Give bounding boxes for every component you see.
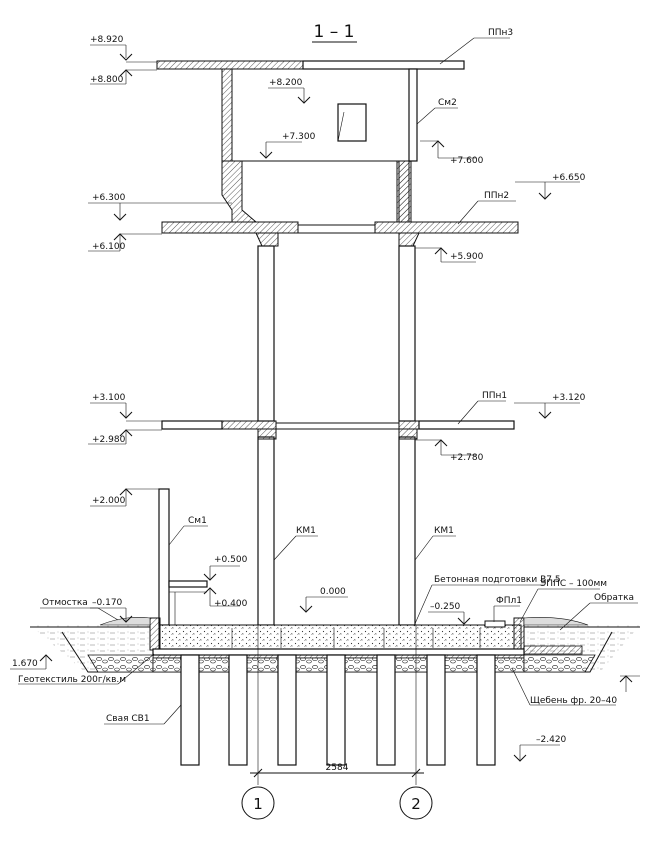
- svg-text:См2: См2: [438, 98, 457, 108]
- elevation-2780: +2.780: [415, 439, 484, 463]
- elevation-2000: +2.000: [90, 488, 159, 507]
- elevation-0400: +0.400: [203, 587, 248, 609]
- elevation-3100: +3.100: [90, 393, 162, 422]
- foundation: [149, 617, 525, 659]
- label-ppn1: ППн1: [457, 391, 507, 425]
- elevation-2980: +2.980: [88, 429, 162, 445]
- svg-text:ППн2: ППн2: [484, 191, 509, 201]
- elevation-7600: +7.600: [420, 140, 484, 166]
- elevation-right-ground: [619, 675, 640, 692]
- elevation-m0170: –0.170: [90, 598, 133, 623]
- svg-text:0.000: 0.000: [320, 587, 346, 597]
- elevation-6300: +6.300: [88, 193, 232, 221]
- wall-sm1: [158, 488, 208, 626]
- label-sm1: См1: [168, 516, 208, 546]
- label-km1-left: КМ1: [273, 526, 318, 561]
- elevation-3120: +3.120: [514, 393, 586, 419]
- svg-text:+3.120: +3.120: [552, 393, 586, 403]
- svg-text:+6.300: +6.300: [92, 193, 126, 203]
- elevation-0000: 0.000: [299, 587, 348, 613]
- svg-text:+7.600: +7.600: [450, 156, 484, 166]
- svg-text:+8.920: +8.920: [90, 35, 124, 45]
- svg-text:+2.980: +2.980: [92, 435, 126, 445]
- label-ppn3: ППн3: [439, 28, 513, 65]
- elevation-5900: +5.900: [415, 247, 484, 263]
- label-otmostka: Отмостка: [40, 598, 119, 621]
- svg-text:Щебень фр. 20–40: Щебень фр. 20–40: [530, 696, 617, 706]
- svg-text:–0.250: –0.250: [430, 602, 461, 612]
- svg-text:+2.780: +2.780: [450, 453, 484, 463]
- top-slab: [156, 60, 465, 223]
- svg-text:Отмостка: Отмостка: [42, 598, 88, 608]
- km1-right-text: КМ1: [434, 526, 454, 536]
- axis-2-label: 2: [411, 795, 421, 813]
- svg-text:Свая СВ1: Свая СВ1: [106, 714, 150, 724]
- elevation-6100: +6.100: [88, 233, 162, 252]
- label-sm2: См2: [416, 98, 458, 125]
- svg-text:См1: См1: [188, 516, 207, 526]
- svg-text:–2.420: –2.420: [536, 735, 567, 745]
- elevation-7300: +7.300: [259, 132, 316, 159]
- elevation-markers: +8.920 +8.800 +8.200 +7.300 +7.600: [10, 35, 640, 762]
- svg-text:+6.650: +6.650: [552, 173, 586, 183]
- piles: [180, 654, 496, 766]
- svg-text:+2.000: +2.000: [92, 496, 126, 506]
- label-km1-right: КМ1: [414, 526, 456, 561]
- svg-text:+7.300: +7.300: [282, 132, 316, 142]
- elevation-m1670: 1.670: [10, 654, 53, 670]
- svg-text:ППн3: ППн3: [488, 28, 513, 38]
- label-obratka: Обратка: [559, 593, 638, 631]
- svg-text:+6.100: +6.100: [92, 242, 126, 252]
- label-concrete-prep: Бетонная подготовки В7.5: [413, 575, 561, 627]
- section-title-text: 1 – 1: [314, 22, 355, 42]
- svg-text:+3.100: +3.100: [92, 393, 126, 403]
- elevation-m2420: –2.420: [513, 735, 567, 762]
- label-epps: ЭППС – 100мм: [519, 579, 607, 623]
- slab-ppn2: [161, 221, 519, 247]
- label-ppn2: ППн2: [457, 191, 516, 225]
- columns-km1: [257, 245, 416, 626]
- svg-text:+0.500: +0.500: [214, 555, 248, 565]
- label-geotextile: Геотекстиль 200г/кв.м: [18, 653, 155, 685]
- elevation-8920: +8.920: [90, 35, 157, 63]
- svg-text:Бетонная подготовки В7.5: Бетонная подготовки В7.5: [434, 575, 561, 585]
- elevation-8200: +8.200: [268, 78, 311, 104]
- elevation-0500: +0.500: [203, 555, 248, 581]
- elevation-8800: +8.800: [90, 69, 157, 85]
- svg-text:–0.170: –0.170: [92, 598, 123, 608]
- svg-text:+0.400: +0.400: [214, 599, 248, 609]
- svg-text:Геотекстиль 200г/кв.м: Геотекстиль 200г/кв.м: [18, 675, 126, 685]
- elevation-6650: +6.650: [515, 173, 586, 200]
- svg-text:ФПл1: ФПл1: [496, 596, 522, 606]
- svg-text:+5.900: +5.900: [450, 252, 484, 262]
- svg-text:ППн1: ППн1: [482, 391, 507, 401]
- km1-left-text: КМ1: [296, 526, 316, 536]
- label-fpl1: ФПл1: [493, 596, 522, 622]
- leader-labels: ППн3 См2 ППн2 ППн1 См1 КМ1: [18, 28, 638, 725]
- label-gravel: Щебень фр. 20–40: [511, 667, 617, 706]
- svg-text:Обратка: Обратка: [594, 593, 634, 603]
- svg-text:1.670: 1.670: [12, 659, 38, 669]
- dimension-2584: 2584: [326, 763, 349, 773]
- section-title: 1 – 1: [312, 22, 357, 43]
- elevation-m0250: –0.250: [428, 602, 471, 625]
- svg-text:+8.800: +8.800: [90, 75, 124, 85]
- axes: 2584 1 2: [241, 625, 433, 820]
- svg-text:ЭППС – 100мм: ЭППС – 100мм: [540, 579, 607, 589]
- svg-text:+8.200: +8.200: [269, 78, 303, 88]
- axis-1-label: 1: [253, 795, 263, 813]
- label-pile: Свая СВ1: [104, 704, 182, 725]
- slab-ppn1: [161, 420, 515, 440]
